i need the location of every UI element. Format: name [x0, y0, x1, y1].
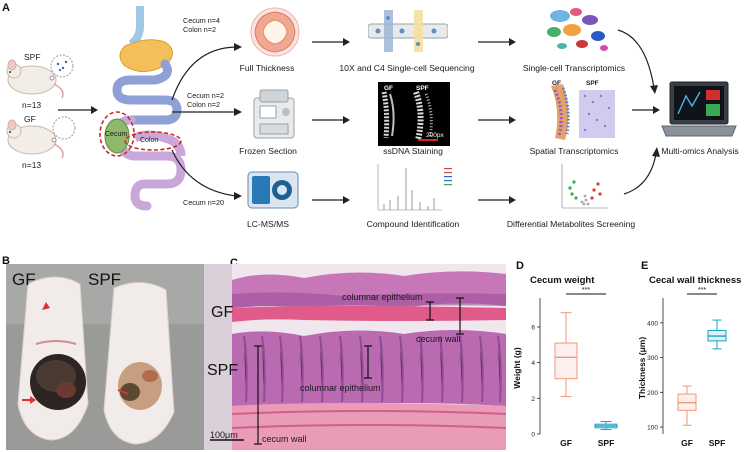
- microfluidic-chip-icon: [368, 10, 448, 52]
- step-compound-identification: Compound Identification: [366, 219, 460, 229]
- laptop-analysis-icon: [661, 81, 737, 137]
- step-full-thickness: Full Thickness: [239, 63, 295, 73]
- volcano-plot-image: [556, 160, 612, 214]
- gf-columnar-epithelium-label: columnar epithelium: [342, 292, 423, 302]
- x-tick-label: GF: [560, 438, 572, 448]
- branch2-sample-line2: Colon n=2: [187, 100, 220, 109]
- gut-illustration: [99, 6, 186, 211]
- y-tick-label: 200: [647, 390, 658, 397]
- panel-letter-e: E: [641, 260, 649, 272]
- arrow-mice-to-gut: [58, 106, 98, 114]
- panel-letter-c: C: [230, 257, 238, 269]
- result-metabolites: Differential Metabolites Screening: [506, 219, 636, 229]
- cryostat-machine-icon: [253, 89, 295, 139]
- x-tick-label: GF: [681, 438, 693, 448]
- gf-cecum-wall-label: cecum wall: [416, 334, 461, 344]
- spatial-gf-label: GF: [552, 80, 562, 87]
- step-frozen-section: Frozen Section: [239, 146, 297, 156]
- y-tick-label: 100: [647, 425, 658, 432]
- significance-label: ***: [698, 287, 706, 294]
- histology-gf-label: GF: [211, 304, 234, 321]
- gf-group-label: GF: [24, 114, 36, 124]
- branch2-sample-line1: Cecum n=2: [187, 91, 224, 100]
- y-tick-label: 2: [531, 396, 535, 403]
- final-multi-omics: Multi-omics Analysis: [661, 146, 739, 156]
- photo-gf-label: GF: [12, 270, 36, 289]
- spf-group-label: SPF: [24, 52, 41, 62]
- spf-columnar-epithelium-label: columnar epithelium: [300, 383, 381, 393]
- step-ssdna-staining: ssDNA Staining: [383, 146, 443, 156]
- chart-title: Cecum weight: [530, 275, 595, 286]
- scale-bar-label: 100μm: [210, 430, 238, 440]
- histology-spf-label: SPF: [207, 362, 239, 379]
- full-thickness-tissue-icon: [250, 7, 300, 57]
- x-tick-label: SPF: [598, 438, 615, 448]
- branch1-sample-line1: Cecum n=4: [183, 16, 220, 25]
- colon-gut-label: Colon: [140, 137, 159, 144]
- y-tick-label: 400: [647, 320, 658, 327]
- spatial-spot-image: [551, 84, 615, 140]
- panel-letter-a: A: [2, 2, 10, 14]
- spf-bacteria-bubble-icon: [49, 54, 74, 81]
- cecum-gut-label: Cecum: [105, 131, 128, 138]
- mice-illustration: [6, 54, 76, 159]
- y-tick-label: 300: [647, 355, 658, 362]
- branch3-sample-line1: Cecum n=20: [183, 198, 224, 207]
- ssdna-staining-image: [378, 82, 450, 146]
- y-tick-label: 0: [531, 432, 535, 439]
- gf-empty-bubble-icon: [51, 116, 76, 143]
- result-spatial: Spatial Transcriptomics: [529, 146, 619, 156]
- gf-mouse-icon: [6, 119, 64, 159]
- converging-arrows: [617, 29, 660, 195]
- branch-arrows: [171, 43, 242, 200]
- spf-mouse-icon: [6, 59, 64, 99]
- y-tick-label: 6: [531, 324, 535, 331]
- ssdna-gf-label: GF: [384, 85, 394, 92]
- photo-spf-label: SPF: [88, 270, 122, 289]
- umap-single-cell-image: [547, 8, 608, 51]
- panel-letter-b: B: [2, 255, 10, 267]
- ssdna-spf-label: SPF: [416, 85, 429, 92]
- spf-cecum-wall-label: cecum wall: [262, 434, 307, 444]
- mice-dissection-photo: [6, 264, 212, 450]
- cecal-wall-thickness-chart: Cecal wall thickness 100 200 300 400Thicknes…: [637, 275, 741, 448]
- branch1-sample-line2: Colon n=2: [183, 25, 216, 34]
- spatial-spf-label: SPF: [586, 80, 599, 87]
- panel-letter-d: D: [516, 260, 524, 272]
- arrows-col1-col2: [312, 38, 350, 204]
- step-single-cell-sequencing: 10X and C4 Single-cell Sequencing: [339, 63, 475, 73]
- y-axis-label: Thickness (μm): [637, 337, 647, 400]
- arrows-col2-col3: [478, 38, 516, 204]
- chart-title: Cecal wall thickness: [649, 275, 741, 286]
- y-tick-label: 4: [531, 360, 535, 367]
- significance-label: ***: [582, 287, 590, 294]
- lcms-instrument-icon: [247, 171, 299, 209]
- compound-spectrum-image: [372, 160, 456, 216]
- spf-count-label: n=13: [22, 100, 42, 110]
- ssdna-scale-label: 200px: [426, 132, 444, 139]
- gf-count-label: n=13: [22, 160, 42, 170]
- histology-he-image: [204, 264, 506, 450]
- x-tick-label: SPF: [709, 438, 726, 448]
- box-gf: [554, 342, 578, 380]
- step-lcms: LC-MS/MS: [246, 219, 290, 229]
- y-axis-label: Weight (g): [512, 347, 522, 389]
- result-single-cell: Single-cell Transcriptomics: [522, 63, 626, 73]
